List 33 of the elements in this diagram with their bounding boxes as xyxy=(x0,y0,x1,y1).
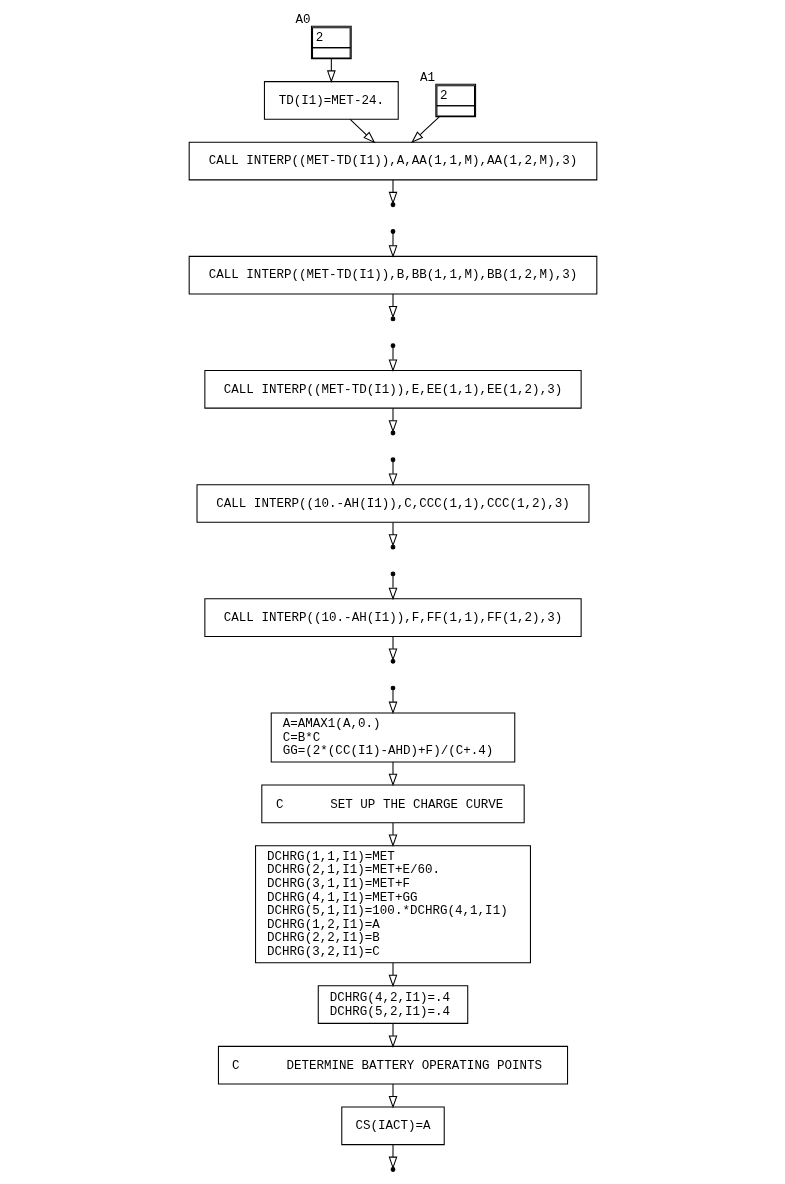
arrow xyxy=(388,179,397,205)
node-label: A1 xyxy=(419,70,435,85)
arrow xyxy=(388,347,397,372)
arrow xyxy=(388,1083,397,1109)
node-box: A=AMAX1(A,0.) C=B*C GG=(2*(CC(I1)-AHD)+F)/(C+.4) xyxy=(270,712,515,763)
node-box: CS(IACT)=A xyxy=(340,1106,445,1146)
arrow xyxy=(388,1144,397,1170)
node-box: DCHRG(1,1,I1)=MET DCHRG(2,1,I1)=MET+E/60. DCHRG(3,1,I1)=MET+F DCHRG(4,1,I1)=MET+GG DCHRG(5,1,I1)=100.*DCHRG(4,1,I1) DCHRG(1,2,I1)=A DCHRG(2,2,I1)=B DCHRG(3,2,I1)=C xyxy=(254,845,531,964)
node-box: C DETERMINE BATTERY OPERATING POINTS xyxy=(217,1045,568,1085)
node-box: C SET UP THE CHARGE CURVE xyxy=(260,784,525,824)
node-box: CALL INTERP((10.-AH(I1)),F,FF(1,1),FF(1,2),3) xyxy=(203,598,582,637)
arrow xyxy=(388,1022,397,1048)
arrow xyxy=(388,233,397,258)
node-label: A0 xyxy=(295,12,311,27)
arrow xyxy=(410,116,440,144)
node-box: CALL INTERP((MET-TD(I1)),B,BB(1,1,M),BB(1,2,M),3) xyxy=(188,255,597,295)
node-box: CALL INTERP((MET-TD(I1)),E,EE(1,1),EE(1,2),3) xyxy=(203,370,582,409)
arrow xyxy=(388,575,397,601)
arrow xyxy=(388,521,397,547)
node-box: DCHRG(4,2,I1)=.4 DCHRG(5,2,I1)=.4 xyxy=(317,985,468,1024)
node-box: TD(I1)=MET-24. xyxy=(263,81,399,120)
arrow xyxy=(388,636,397,661)
arrow xyxy=(388,689,397,715)
arrow xyxy=(349,118,375,144)
arrow xyxy=(388,293,397,319)
arrow xyxy=(388,761,397,787)
arrow xyxy=(326,58,336,83)
node-box: CALL INTERP((MET-TD(I1)),A,AA(1,1,M),AA(1,2,M),3) xyxy=(188,141,597,181)
node-box: CALL INTERP((10.-AH(I1)),C,CCC(1,1),CCC(1,2),3) xyxy=(196,484,589,523)
arrow xyxy=(388,407,397,433)
arrow xyxy=(388,822,397,847)
arrow xyxy=(388,962,397,988)
arrow xyxy=(388,461,397,487)
